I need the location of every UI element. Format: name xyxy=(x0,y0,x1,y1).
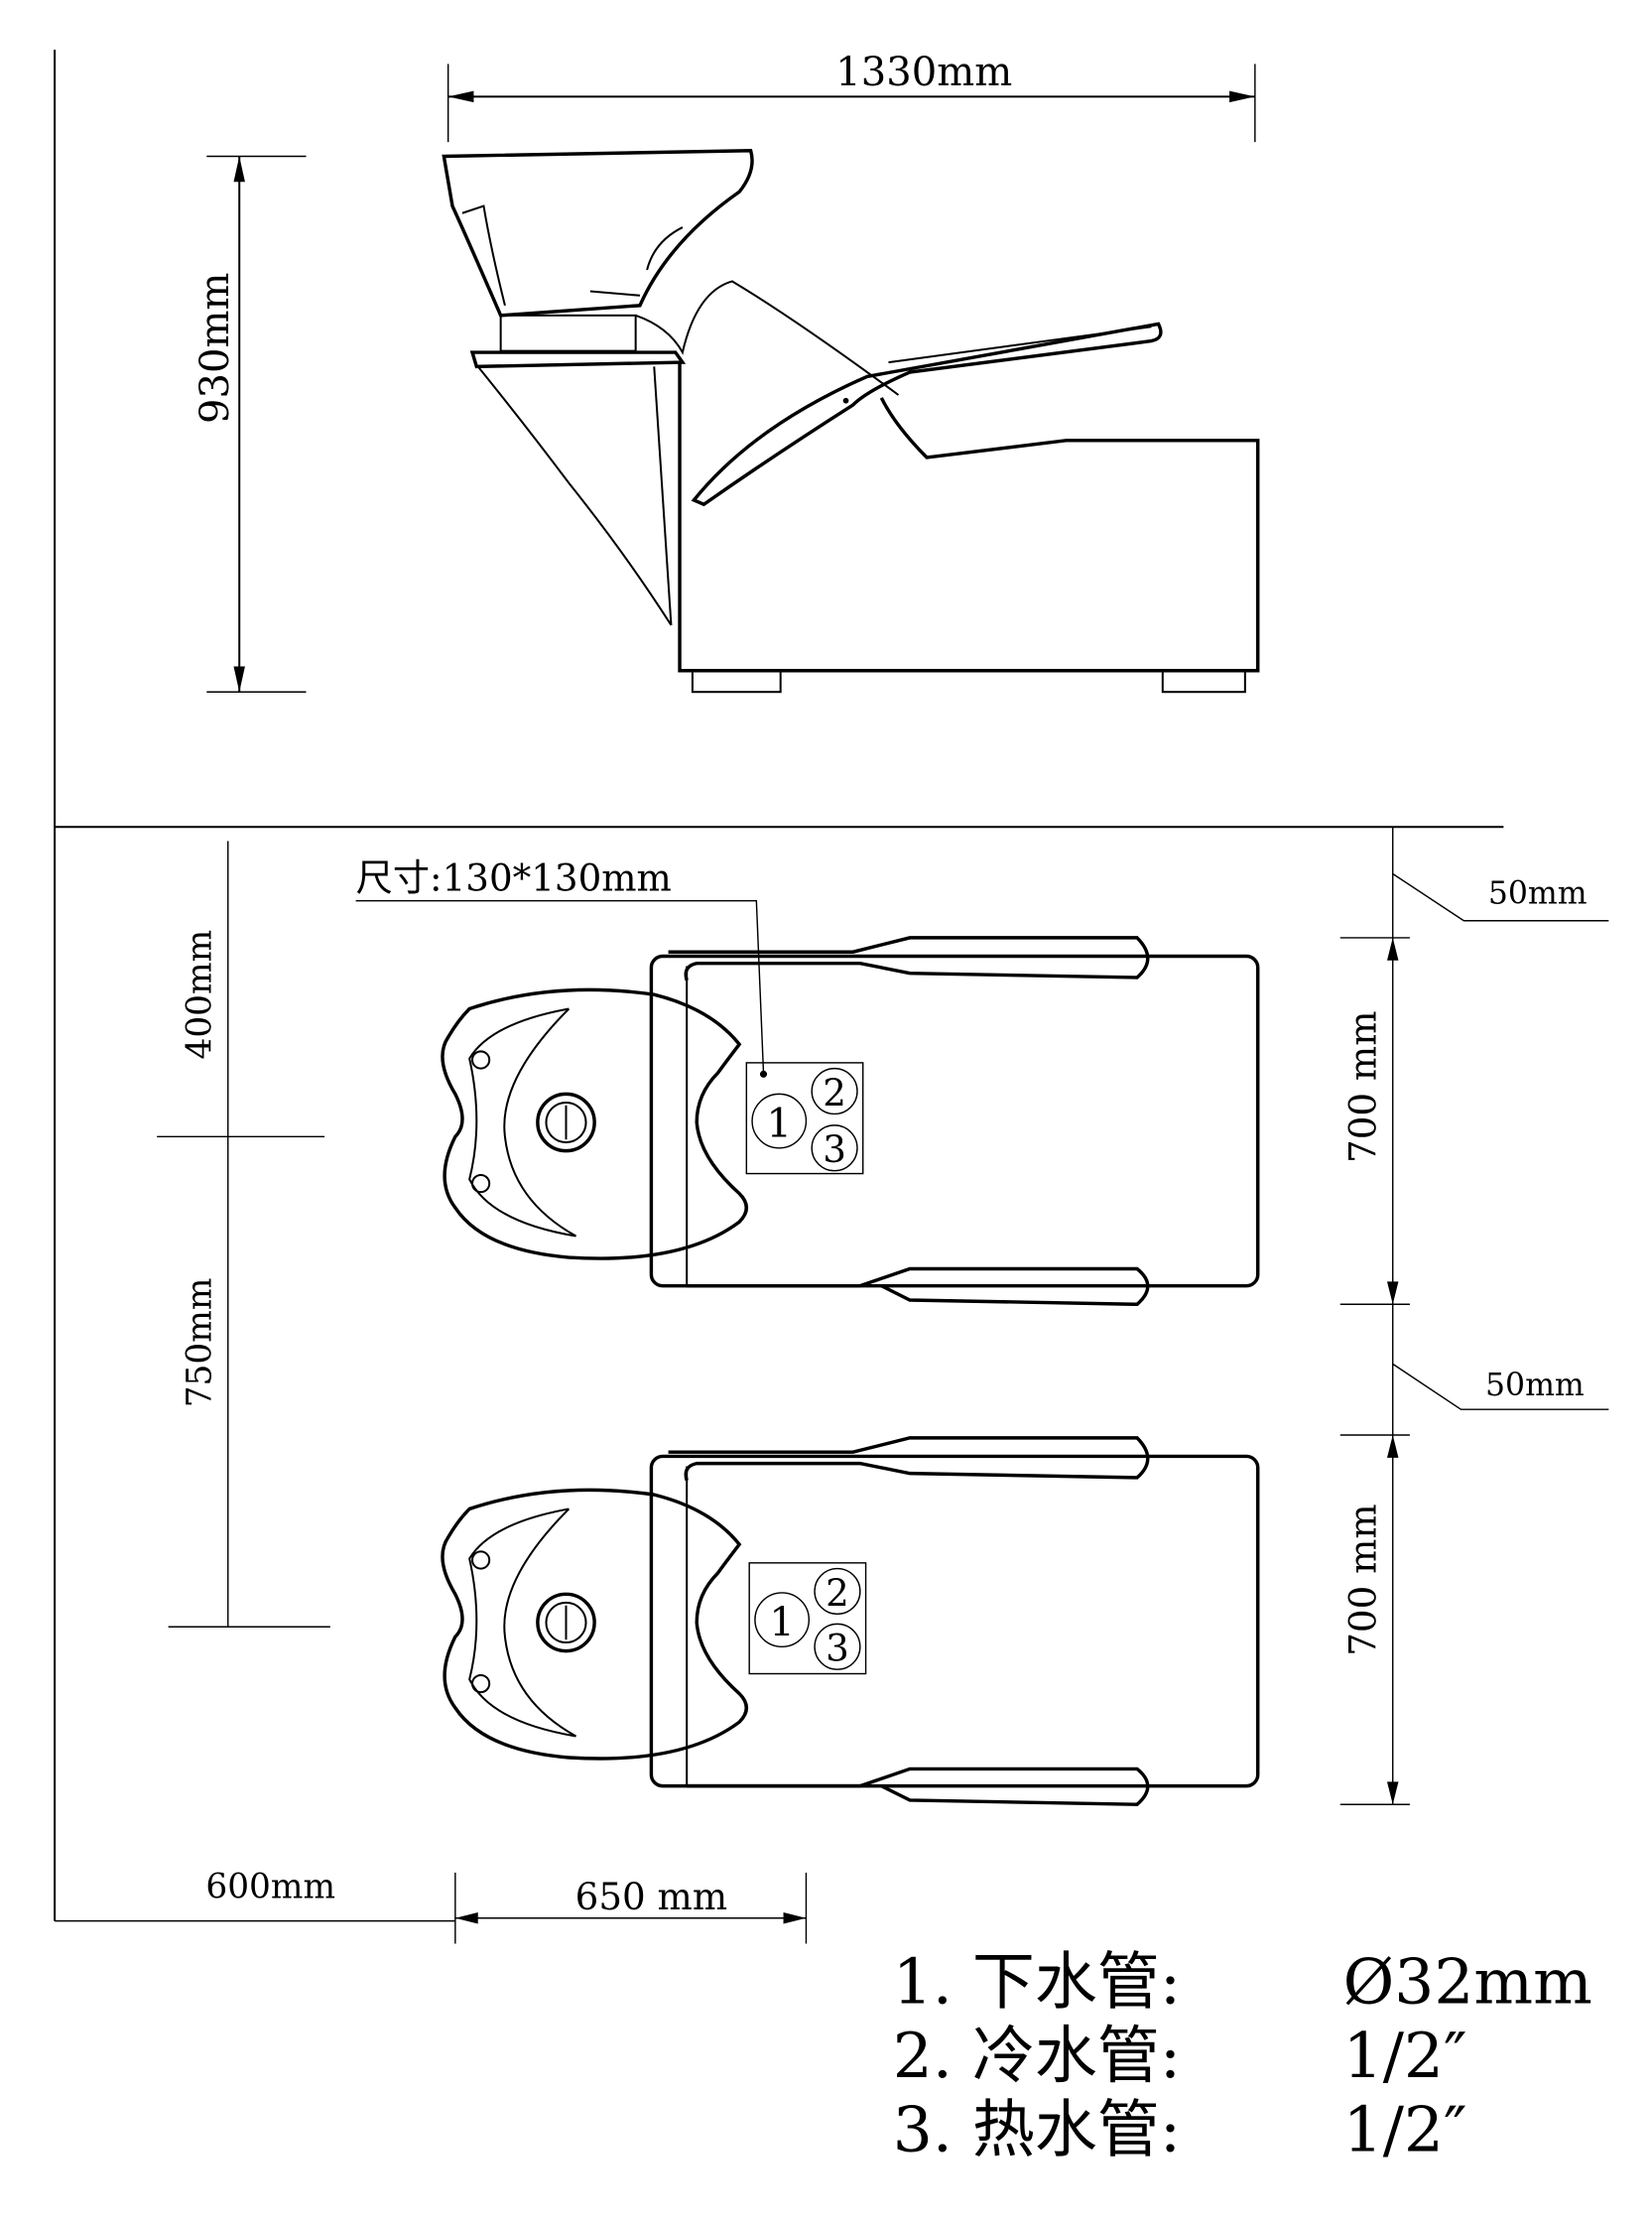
legend-item: 1. 下水管: xyxy=(893,1946,1181,2019)
chair-top-view-1 xyxy=(441,936,1260,1307)
marker-cold: 2 xyxy=(826,1571,849,1615)
dimension-text: 700 mm xyxy=(1341,1010,1385,1162)
dimension-text: 50mm xyxy=(1485,1368,1585,1403)
marker-hot: 3 xyxy=(823,1127,846,1171)
dimension-left: 400mm 750mm xyxy=(157,841,330,1628)
legend-value: 1/2″ xyxy=(1343,2020,1467,2092)
legend-value: Ø32mm xyxy=(1343,1946,1592,2019)
legend-item: 2. 冷水管: xyxy=(893,2020,1181,2092)
dimension-text: 1330mm xyxy=(835,50,1012,95)
dimension-overall-length: 1330mm xyxy=(446,50,1256,143)
legend-value: 1/2″ xyxy=(1343,2094,1467,2166)
dimension-text: 650 mm xyxy=(575,1875,727,1918)
pipe-box-1: 1 2 3 xyxy=(745,1062,864,1175)
dimension-bottom: 600mm 650 mm xyxy=(55,1868,808,1944)
dimension-text: 700 mm xyxy=(1341,1504,1385,1655)
dimension-text: 750mm xyxy=(181,1278,220,1408)
dimension-text: 600mm xyxy=(205,1868,335,1907)
chair-top-view-2 xyxy=(441,1436,1260,1806)
pipe-legend: 1. 下水管: Ø32mm 2. 冷水管: 1/2″ 3. 热水管: 1/2″ xyxy=(893,1946,1592,2166)
pipe-box-2: 1 2 3 xyxy=(748,1562,867,1675)
marker-hot: 3 xyxy=(826,1627,849,1670)
marker-drain: 1 xyxy=(769,1600,795,1645)
chair-side-view xyxy=(442,149,1260,694)
dimension-text: 50mm xyxy=(1488,876,1588,912)
size-label-text: 尺寸:130*130mm xyxy=(356,856,672,900)
marker-cold: 2 xyxy=(823,1071,846,1114)
dimension-text: 930mm xyxy=(192,273,238,425)
dimension-right: 700 mm 700 mm 50mm 50mm xyxy=(1339,827,1609,1805)
legend-item: 3. 热水管: xyxy=(893,2094,1181,2166)
marker-drain: 1 xyxy=(767,1101,793,1146)
dimension-height: 930mm xyxy=(192,155,307,693)
dimension-text: 400mm xyxy=(181,930,220,1060)
pipe-box-size-label: 尺寸:130*130mm xyxy=(355,856,768,1078)
